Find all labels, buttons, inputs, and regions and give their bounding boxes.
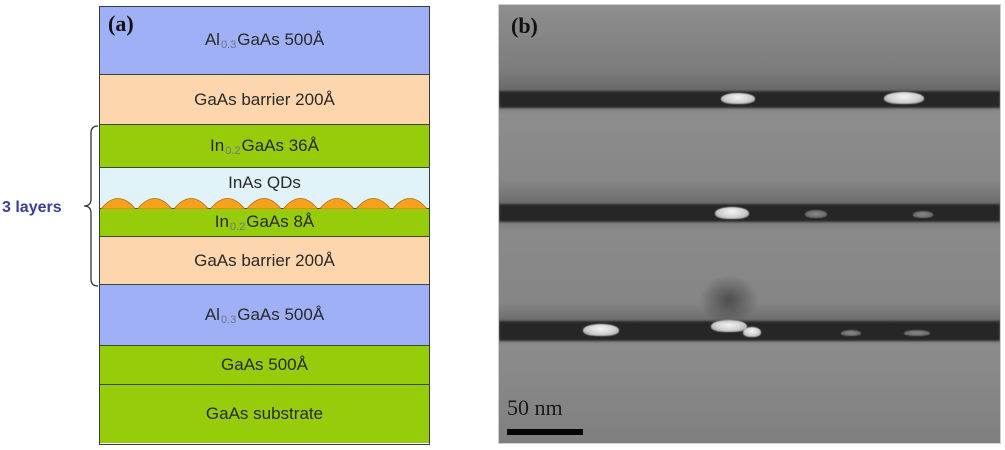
quantum-dot	[721, 93, 755, 104]
panel-b-label: (b)	[511, 13, 538, 38]
layer-label: GaAs barrier 200Å	[194, 250, 335, 270]
layer-label: GaAs 500Å	[221, 355, 308, 374]
layer-label: Al0.3GaAs 500Å	[204, 30, 325, 51]
layer-gaas-substrate: GaAs substrate	[100, 385, 429, 443]
layer-gaas-barrier-top: GaAs barrier 200Å	[100, 75, 429, 125]
layer-ingaas-8: In0.2GaAs 8Å	[100, 209, 429, 237]
dislocation-shadow	[699, 275, 759, 325]
panel-a-label: (a)	[108, 11, 134, 36]
layer-label: In0.2GaAs 36Å	[210, 135, 319, 157]
layer-label: GaAs barrier 200Å	[194, 89, 335, 109]
layer-gaas-barrier-bottom: GaAs barrier 200Å	[100, 237, 429, 285]
quantum-dot	[805, 210, 827, 218]
quantum-dot	[884, 92, 924, 104]
quantum-dot	[904, 330, 930, 336]
layer-inas-qds: InAs QDs	[100, 168, 429, 209]
quantum-dot	[841, 330, 861, 336]
layer-label: In0.2GaAs 8Å	[214, 212, 315, 233]
three-layers-label: 3 layers	[2, 199, 62, 216]
quantum-dot-layer-band	[499, 204, 1000, 222]
layer-ingaas-36: In0.2GaAs 36Å	[100, 125, 429, 168]
layer-label: InAs QDs	[228, 173, 301, 192]
quantum-dot	[913, 211, 933, 218]
layer-algaas-top: Al0.3GaAs 500Å	[100, 7, 429, 75]
tem-micrograph: (b) 50 nm	[498, 4, 1001, 444]
scale-bar	[507, 429, 583, 435]
quantum-dot	[743, 327, 761, 337]
quantum-dots-icon	[100, 198, 428, 209]
layer-stack-diagram: Al0.3GaAs 500Å GaAs barrier 200Å In0.2GaAs…	[99, 6, 430, 445]
quantum-dot	[715, 207, 749, 219]
layer-label: GaAs substrate	[205, 404, 324, 423]
layer-label: Al0.3GaAs 500Å	[204, 304, 325, 326]
scale-bar-label: 50 nm	[507, 395, 563, 420]
curly-brace-icon	[83, 125, 99, 287]
quantum-dot	[583, 324, 619, 336]
layer-algaas-bottom: Al0.3GaAs 500Å	[100, 285, 429, 346]
layer-gaas-500: GaAs 500Å	[100, 346, 429, 385]
